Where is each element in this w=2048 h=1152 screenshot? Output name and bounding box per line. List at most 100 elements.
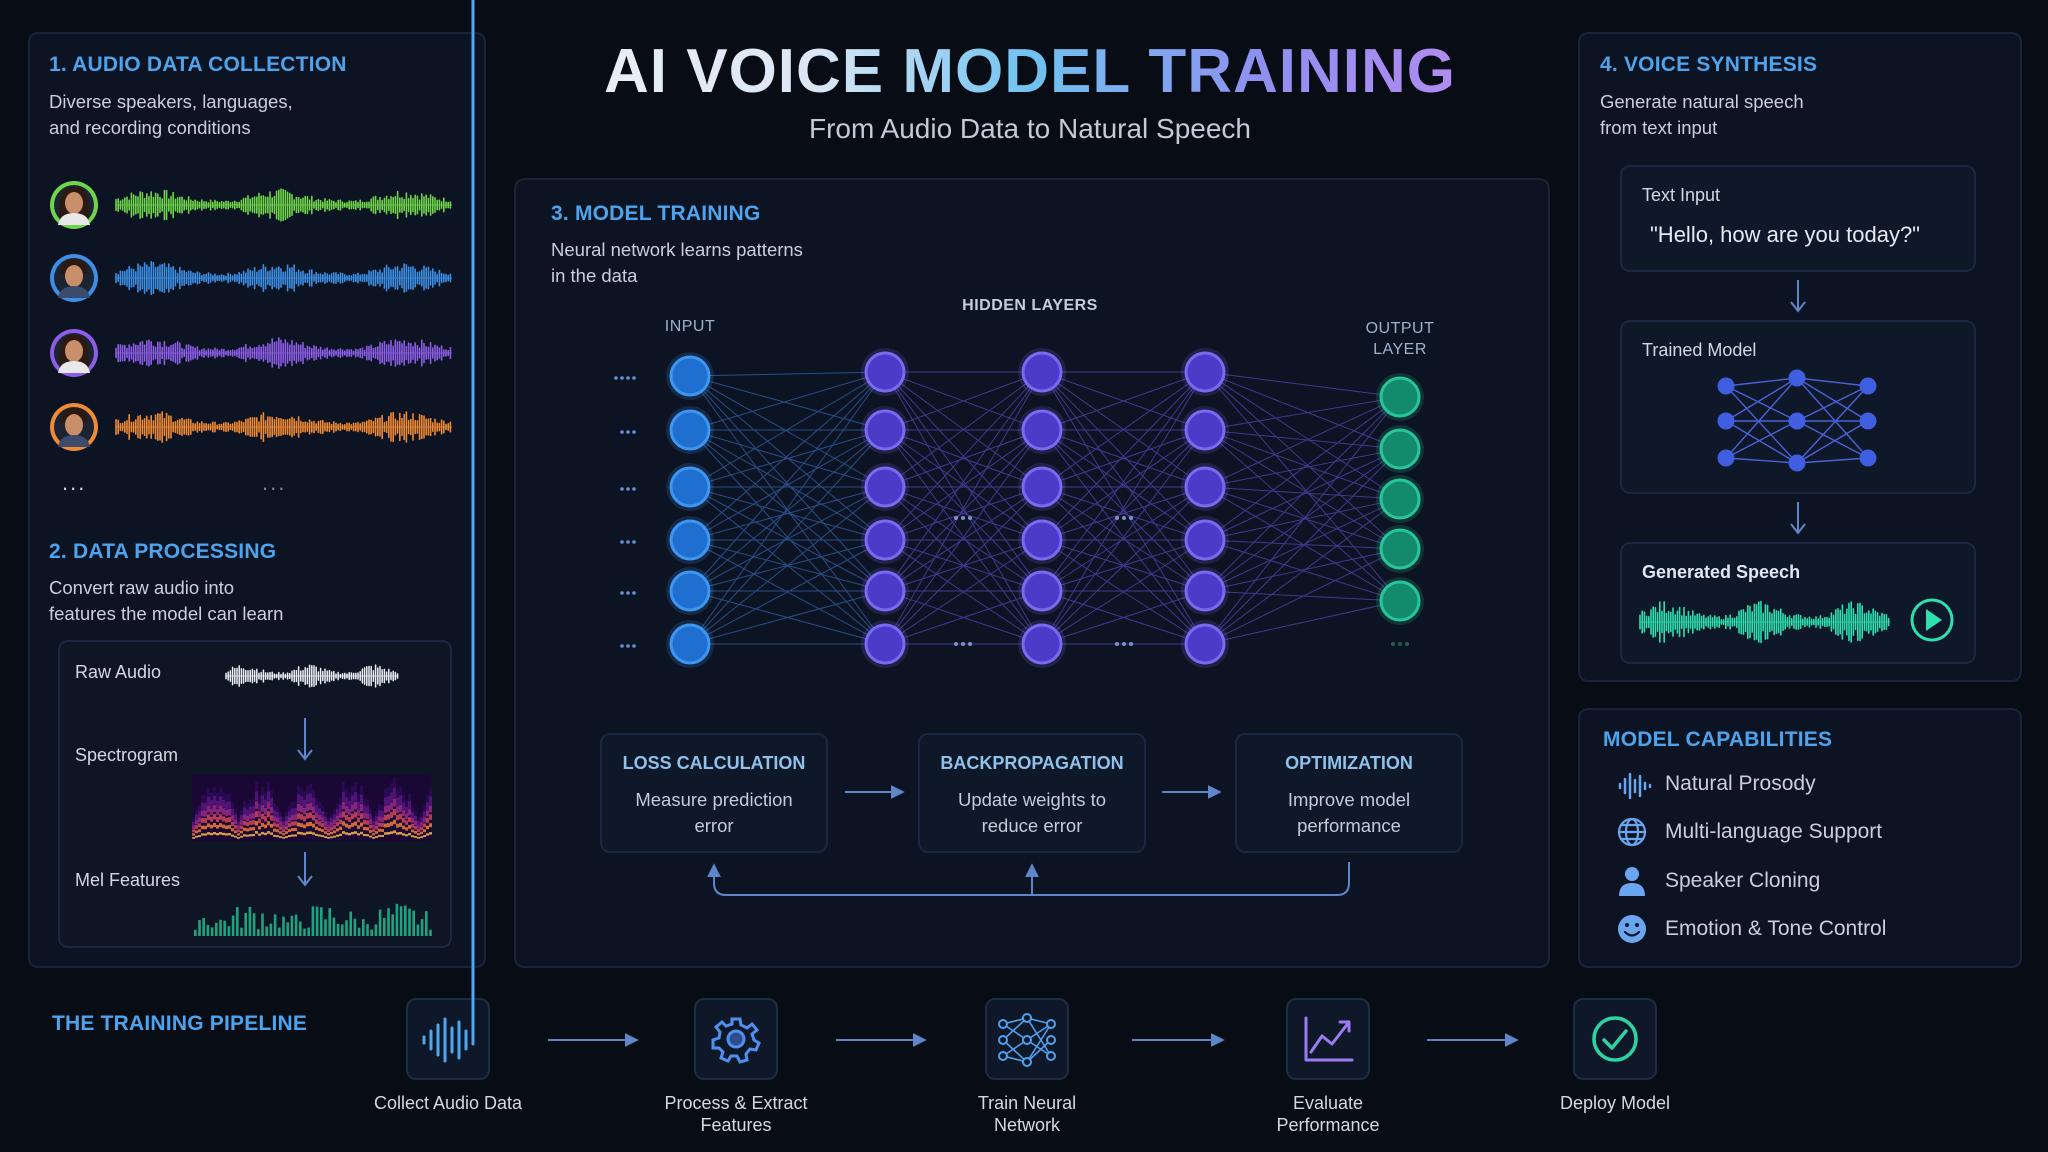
spectrogram-cell bbox=[396, 815, 399, 821]
input-node bbox=[669, 623, 711, 665]
spectrogram-cell bbox=[237, 833, 240, 836]
avatar-woman-icon bbox=[50, 181, 98, 229]
mel-bar bbox=[416, 924, 420, 936]
spectrogram-cell bbox=[315, 805, 318, 813]
spectrogram-cell bbox=[339, 805, 342, 813]
spectrogram-cell bbox=[393, 809, 396, 816]
mel-bar bbox=[370, 929, 373, 936]
spectrogram-cell bbox=[333, 814, 336, 821]
network-edge bbox=[884, 371, 1043, 645]
ellipsis-dot bbox=[1115, 642, 1119, 646]
mini-node bbox=[1788, 412, 1806, 430]
spectrogram-cell bbox=[192, 837, 195, 839]
spectrogram-cell bbox=[264, 832, 267, 836]
hidden-node bbox=[1021, 623, 1063, 665]
spectrogram-cell bbox=[210, 824, 213, 829]
spectrogram-cell bbox=[399, 804, 402, 812]
spectrogram-cell bbox=[267, 821, 270, 826]
network-edge bbox=[1204, 396, 1401, 541]
spectrogram-cell bbox=[267, 811, 270, 818]
spectrogram-cell bbox=[330, 822, 333, 827]
mel-features-label: Mel Features bbox=[75, 870, 181, 890]
mel-bar bbox=[265, 926, 268, 936]
network-edge bbox=[884, 486, 1043, 541]
spectrogram-cell bbox=[420, 812, 423, 819]
spectrogram-cell bbox=[360, 813, 363, 819]
ellipsis-dot bbox=[632, 376, 636, 380]
spectrogram-cell bbox=[318, 821, 321, 826]
synthesis-visuals bbox=[1639, 280, 1954, 644]
spectrogram-cell bbox=[258, 796, 261, 805]
spectrogram-cell bbox=[273, 816, 276, 822]
spectrogram-cell bbox=[228, 817, 231, 823]
spectrogram-cell bbox=[192, 817, 195, 823]
spectrogram-cell bbox=[240, 820, 243, 825]
spectrogram-cell bbox=[408, 817, 411, 823]
network-edge bbox=[1041, 429, 1206, 592]
spectrogram-cell bbox=[315, 833, 318, 837]
box-line: error bbox=[694, 815, 734, 836]
spectrogram-cell bbox=[321, 835, 324, 838]
spectrogram-cell bbox=[198, 805, 201, 813]
spectrogram-cell bbox=[387, 823, 390, 828]
spectrogram-cell bbox=[405, 806, 408, 814]
network-edge bbox=[689, 371, 886, 377]
spectrogram-cell bbox=[429, 832, 432, 835]
page-subtitle: From Audio Data to Natural Speech bbox=[808, 113, 1251, 144]
spectrogram-cell bbox=[324, 821, 327, 826]
spectrogram-cell bbox=[330, 827, 333, 831]
spectrogram-cell bbox=[228, 801, 231, 809]
network-edge bbox=[1204, 429, 1401, 500]
spectrogram-cell bbox=[402, 794, 405, 804]
spectrogram-cell bbox=[231, 802, 234, 810]
pipeline-label-process: Process & Extract Features bbox=[636, 1092, 836, 1136]
mel-bar bbox=[378, 909, 382, 936]
network-edge bbox=[1204, 429, 1401, 602]
mel-bar bbox=[227, 926, 231, 936]
network-edge bbox=[884, 539, 1043, 645]
mel-bar bbox=[299, 921, 302, 936]
spectrogram-cell bbox=[291, 808, 294, 815]
spectrogram-cell bbox=[387, 796, 390, 805]
spectrogram-cell bbox=[312, 814, 315, 821]
spectrogram-cell bbox=[207, 796, 210, 806]
mel-bar bbox=[324, 919, 327, 936]
spectrogram-cell bbox=[270, 798, 273, 807]
spectrogram-cell bbox=[213, 814, 216, 820]
ellipsis-dot bbox=[968, 642, 972, 646]
waveform-icon bbox=[422, 0, 475, 1063]
spectrogram-cell bbox=[390, 831, 393, 834]
play-triangle bbox=[1926, 609, 1942, 631]
spectrogram-cell bbox=[423, 829, 426, 833]
spectrogram-cell bbox=[231, 808, 234, 816]
mel-bar bbox=[282, 916, 285, 936]
section-subtitle-collection: Diverse speakers, languages, and recordi… bbox=[49, 89, 293, 141]
spectrogram-cell bbox=[195, 809, 198, 816]
network-edge bbox=[1204, 486, 1401, 500]
spectrogram-cell bbox=[276, 817, 279, 823]
box-line: Improve model bbox=[1287, 789, 1411, 810]
mini-edge bbox=[1796, 377, 1869, 422]
spectrogram-cell bbox=[246, 822, 249, 827]
text-input-box: Text Input "Hello, how are you today?" bbox=[1620, 165, 1976, 272]
spectrogram-cell bbox=[342, 801, 345, 810]
network-edge bbox=[1204, 371, 1401, 450]
mel-bar bbox=[303, 928, 306, 936]
spectrogram-cell bbox=[216, 824, 219, 829]
spectrogram-cell bbox=[312, 806, 315, 814]
spectrogram-cell bbox=[207, 814, 210, 820]
mel-bar bbox=[420, 919, 424, 936]
spectrogram-cell bbox=[339, 798, 342, 807]
spectrogram-cell bbox=[201, 794, 204, 804]
network-edge bbox=[1041, 371, 1206, 541]
mel-bar bbox=[257, 929, 260, 936]
spectrogram-cell bbox=[354, 821, 357, 826]
network-edge bbox=[1041, 429, 1206, 488]
spectrogram-cell bbox=[231, 815, 234, 821]
spectrogram-cell bbox=[225, 794, 228, 804]
ellipsis-dot bbox=[620, 540, 624, 544]
network-edge bbox=[1204, 448, 1401, 645]
spectrogram-cell bbox=[324, 816, 327, 822]
mini-edge bbox=[1725, 377, 1798, 422]
